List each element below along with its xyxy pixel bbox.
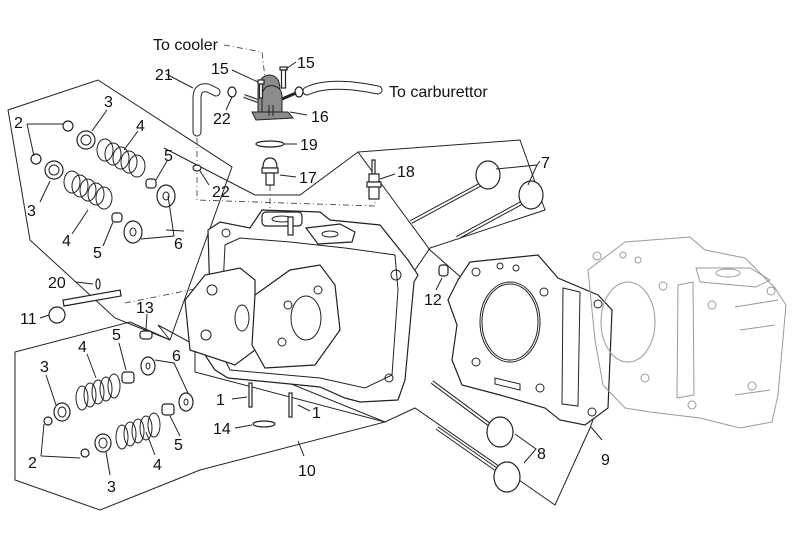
thermostat-17 [261,157,279,186]
callout-15: 15 [297,55,315,72]
o-ring-20 [95,278,101,290]
callout-19: 19 [300,137,318,154]
callout-22: 22 [212,184,230,201]
callout-5: 5 [112,327,121,344]
callout-3: 3 [104,94,113,111]
lower-valve-parts [43,356,194,458]
callout-20: 20 [48,275,66,292]
callout-17: 17 [299,170,317,187]
head-gasket-9 [447,254,613,426]
callout-16: 16 [311,109,329,126]
valve-7-a [410,160,501,224]
callout-4: 4 [153,457,162,474]
o-ring-14 [252,420,276,428]
clip-22-lower [192,164,202,172]
callout-12: 12 [424,292,442,309]
cooler-leader [223,44,266,79]
upper-valve-parts [30,120,176,244]
thermostat-housing-16 [243,74,297,121]
callout-15: 15 [211,61,229,78]
callout-5: 5 [164,148,173,165]
bolt-11 [48,289,122,324]
callout-18: 18 [397,164,415,181]
leader-lines [26,61,603,476]
stud-1-right [288,392,293,418]
hose-axis [196,112,376,207]
cylinder-ghost [587,236,787,429]
callout-2: 2 [28,455,37,472]
callout-2: 2 [14,115,23,132]
callout-4: 4 [62,233,71,250]
to-cooler-label: To cooler [153,37,219,54]
o-ring-19 [255,140,285,148]
callout-5: 5 [174,437,183,454]
callout-5: 5 [93,245,102,262]
callout-6: 6 [172,348,181,365]
cylinder-head [184,209,419,403]
hose-clamp-right [294,86,304,98]
callout-11: 11 [20,311,37,328]
spark-plug-18 [366,159,382,200]
callout-14: 14 [213,421,231,438]
hose-clamp-22 [227,86,237,98]
hose-to-carburettor [302,80,383,96]
callout-22: 22 [213,111,231,128]
stud-1-left [248,382,253,408]
callout-9: 9 [601,452,610,469]
dowel-12 [438,264,449,277]
callout-21: 21 [155,67,173,84]
callout-4: 4 [78,339,87,356]
callout-1: 1 [216,392,225,409]
callout-10: 10 [298,463,316,480]
callout-13: 13 [136,300,154,317]
valve-7-b [456,180,544,240]
screw-15-right [279,66,288,89]
head-assembly-outline [193,139,601,506]
callout-3: 3 [27,203,36,220]
callout-6: 6 [174,236,183,253]
dowel-13 [139,330,153,340]
callout-3: 3 [40,359,49,376]
top-bracket-outline [163,147,359,196]
to-carburettor-label: To carburettor [389,84,488,101]
hose-21 [192,83,221,137]
callout-7: 7 [541,155,550,172]
valve-8-a [430,380,514,448]
callout-4: 4 [136,118,145,135]
callout-1: 1 [312,405,321,422]
callout-3: 3 [107,479,116,496]
callout-8: 8 [537,446,546,463]
valve-8-b [435,426,521,493]
